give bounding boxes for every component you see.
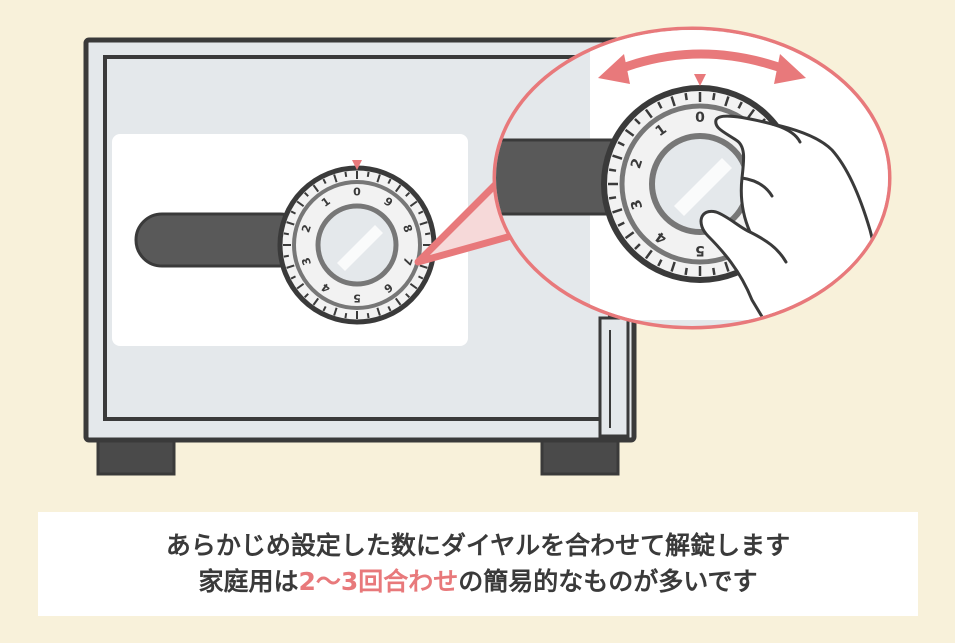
dial-tick [612, 208, 623, 214]
dial-tick [290, 210, 296, 215]
dial-number: 2 [299, 223, 314, 234]
dial-tick [322, 306, 327, 312]
small-dial-pointer [352, 160, 362, 170]
dial-tick [303, 191, 309, 197]
dial-tick [670, 96, 676, 107]
dial-tick [296, 200, 305, 208]
dial-tick [376, 174, 381, 183]
dial-tick [333, 307, 338, 316]
dial-tick [376, 307, 381, 316]
dial-tick [608, 196, 617, 200]
dial-tick [644, 108, 653, 119]
dial-tick [724, 96, 730, 107]
dial-tick [387, 178, 392, 184]
dial-tick [612, 154, 623, 160]
dial-number: 2 [628, 156, 646, 170]
dial-tick [394, 184, 402, 193]
safe-foot-left [96, 436, 176, 476]
zoomed-dial-pointer [694, 74, 706, 86]
dial-tick [312, 297, 320, 306]
safe-foot-right [540, 436, 620, 476]
dial-tick [634, 118, 641, 125]
dial-number: 8 [400, 223, 415, 234]
dial-tick [657, 259, 663, 267]
caption-line-2: 家庭用は2〜3回合わせの簡易的なものが多いです [198, 564, 757, 600]
dial-tick [333, 174, 338, 183]
dial-tick [409, 200, 418, 208]
dial-tick [617, 141, 625, 147]
dial-tick [712, 267, 716, 276]
dial-tick [366, 312, 370, 319]
dial-tick [724, 261, 730, 272]
caption-highlight: 2〜3回合わせ [298, 567, 459, 596]
dial-tick [405, 191, 411, 197]
dial-tick [747, 108, 756, 119]
dial-tick [303, 293, 309, 299]
dial-tick [296, 282, 305, 290]
dial-tick [418, 210, 424, 215]
dial-tick [283, 254, 290, 258]
caption-line-1: あらかじめ設定した数にダイヤルを合わせて解錠します [165, 531, 791, 560]
dial-tick [344, 171, 348, 178]
dial-tick [624, 128, 635, 137]
dial-tick [657, 101, 663, 109]
door-hinge [598, 316, 630, 438]
dial-tick [312, 184, 320, 193]
dial-tick [617, 221, 625, 227]
dial-tick [322, 178, 327, 184]
dial-tick [394, 297, 402, 306]
dial-tick [419, 264, 428, 269]
dial-number: 0 [353, 186, 361, 199]
dial-tick [684, 92, 688, 101]
dial-tick [405, 293, 411, 299]
dial-number: 3 [628, 197, 646, 211]
dial-tick [634, 243, 641, 250]
dial-tick [608, 168, 617, 172]
caption-line-2-suffix: の簡易的なものが多いです [458, 567, 758, 596]
dial-tick [624, 231, 635, 240]
dial-tick [283, 232, 290, 236]
dial-tick [670, 261, 676, 272]
caption-line-2-prefix: 家庭用は [198, 567, 299, 596]
rotate-arrow-icon [598, 49, 806, 84]
dial-tick [644, 249, 653, 260]
dial-number: 5 [353, 292, 361, 305]
dial-tick [387, 306, 392, 312]
dial-number: 7 [400, 256, 415, 267]
dial-number: 0 [695, 110, 705, 126]
dial-tick [419, 221, 428, 226]
dial-tick [418, 275, 424, 280]
dial-tick [409, 282, 418, 290]
hand-icon [699, 114, 880, 326]
dial-number: 3 [299, 256, 314, 267]
dial-tick [424, 232, 431, 236]
dial-tick [344, 312, 348, 319]
caption-box: あらかじめ設定した数にダイヤルを合わせて解錠します 家庭用は2〜3回合わせの簡易… [38, 512, 918, 616]
dial-number: 5 [695, 242, 705, 258]
dial-tick [286, 221, 295, 226]
dial-tick [684, 267, 688, 276]
dial-tick [286, 264, 295, 269]
dial-tick [712, 92, 716, 101]
dial-tick [737, 101, 743, 109]
dial-tick [366, 171, 370, 178]
dial-tick [290, 275, 296, 280]
